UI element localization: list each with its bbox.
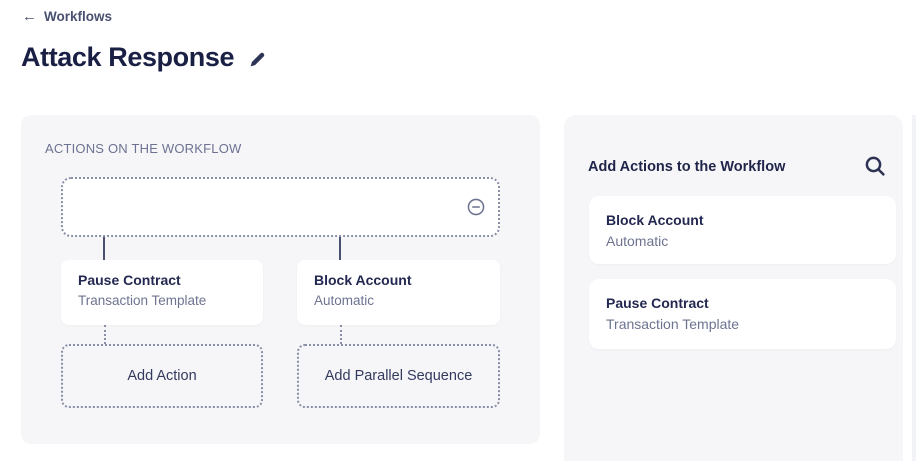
edit-title-pencil-icon[interactable] <box>248 50 267 69</box>
cut-off-panel-edge <box>912 115 916 461</box>
node-title: Block Account <box>314 272 412 288</box>
workflow-node-block-account[interactable]: Block Account Automatic <box>297 260 500 325</box>
action-item-title: Block Account <box>606 212 704 228</box>
back-arrow-icon: ← <box>22 8 37 25</box>
action-library-item-block-account[interactable]: Block Account Automatic <box>589 196 896 264</box>
workflow-panel-label: ACTIONS ON THE WORKFLOW <box>45 141 242 156</box>
action-library-item-pause-contract[interactable]: Pause Contract Transaction Template <box>589 279 896 349</box>
search-icon <box>865 156 885 176</box>
back-link-label: Workflows <box>44 9 113 24</box>
back-to-workflows-link[interactable]: ← Workflows <box>22 9 112 24</box>
connector-line <box>339 237 341 260</box>
connector-line <box>103 237 105 260</box>
page-title: Attack Response <box>21 42 235 72</box>
node-title: Pause Contract <box>78 272 181 288</box>
remove-node-button[interactable] <box>467 198 485 216</box>
page-title-row: Attack Response <box>21 42 267 73</box>
action-library-title: Add Actions to the Workflow <box>588 159 786 175</box>
add-action-button[interactable]: Add Action <box>61 344 263 408</box>
workflow-root-node[interactable] <box>61 177 500 237</box>
add-parallel-sequence-button[interactable]: Add Parallel Sequence <box>297 344 500 408</box>
action-item-title: Pause Contract <box>606 295 709 311</box>
node-subtitle: Automatic <box>314 293 375 308</box>
action-library-panel: Add Actions to the Workflow Block Accoun… <box>564 115 903 461</box>
connector-dotted-line <box>104 325 106 344</box>
search-actions-button[interactable] <box>863 154 887 178</box>
action-item-subtitle: Automatic <box>606 233 669 249</box>
action-item-subtitle: Transaction Template <box>606 316 740 332</box>
node-subtitle: Transaction Template <box>78 293 207 308</box>
workflow-node-pause-contract[interactable]: Pause Contract Transaction Template <box>61 260 263 325</box>
workflow-canvas-panel: ACTIONS ON THE WORKFLOW Pause Contract T… <box>21 115 540 444</box>
connector-dotted-line <box>340 325 342 344</box>
minus-circle-icon <box>467 198 485 216</box>
